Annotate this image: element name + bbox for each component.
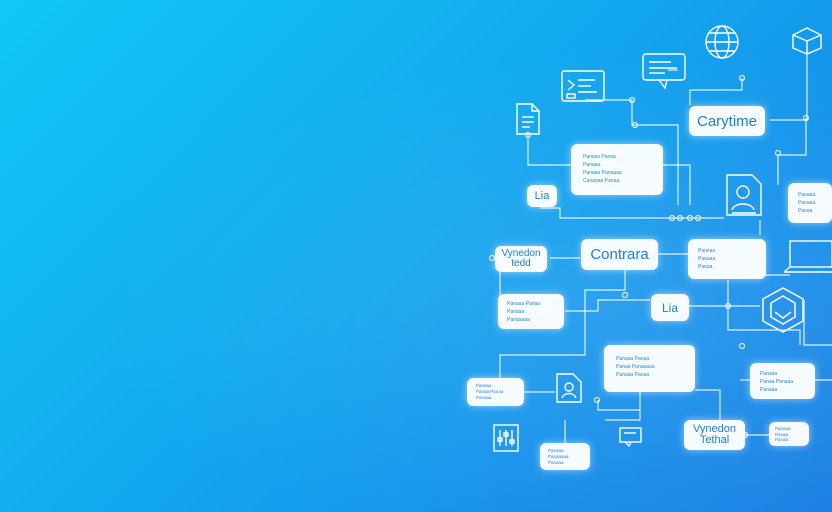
node-contrara-label: Contrara [590, 246, 649, 263]
text-card-d: Panaaa Panaaa Panaa [788, 183, 832, 223]
node-contrara: Contrara [581, 239, 658, 270]
node-vynedon-line1: Vynedon [501, 248, 541, 259]
text-card-d-line: Panaa [798, 208, 813, 214]
document-icon [516, 103, 540, 135]
text-card-h-line: Panaa Panaaa [760, 379, 794, 385]
node-lia-mid: Lia [651, 294, 689, 321]
node-vynedon: Vynedon tedd [495, 246, 547, 272]
text-card-e-line: Panaa Panaaaaa [616, 364, 655, 370]
text-card-d-line: Panaaa [798, 200, 816, 206]
text-card-a-line: Panaaa Panaaaa [583, 170, 622, 176]
small-window-icon [619, 427, 642, 447]
node-carytime: Carytime [689, 106, 765, 136]
user-document-icon [726, 174, 762, 216]
text-card-c: Panaaa Panaa Panaaa Panaaaaa [498, 294, 564, 329]
text-card-i-line: Panaa [775, 431, 789, 437]
text-card-e: Panaaa Panaa Panaa Panaaaaa Panaaa Panaa [604, 345, 695, 392]
text-card-a-line: Cananaa Panaa [583, 178, 620, 184]
text-card-g-line: Panaaaaa [548, 454, 569, 459]
text-card-c-line: Panaaaaa [507, 317, 530, 323]
node-vynedon-line2: tedd [511, 258, 531, 269]
text-card-c-line: Panaaa Panaa [507, 301, 541, 307]
text-card-e-line: Panaaa Panaa [616, 372, 650, 378]
text-card-i: Panaaa Panaa Panaa [769, 422, 809, 446]
hexagon-shield-icon [762, 287, 804, 333]
text-card-a: Paneas Panaa Panaaa Panaaa Panaaaa Canan… [571, 144, 663, 195]
text-card-a-line: Panaaa [583, 162, 601, 168]
laptop-icon [784, 240, 832, 273]
text-card-e-line: Panaaa Panaa [616, 356, 650, 362]
text-card-i-line: Panaaa [775, 426, 791, 431]
node-vynedon-tethal-line1: Vynedon [692, 423, 737, 435]
node-lia-mid-label: Lia [661, 300, 678, 315]
text-card-c-line: Panaaa [507, 309, 525, 315]
text-card-h-line: Panaaa [760, 371, 778, 377]
node-carytime-label: Carytime [696, 112, 757, 130]
equalizer-icon [493, 424, 519, 452]
text-card-g: Panaaa Panaaaaa Panaaa [540, 443, 590, 470]
text-card-h: Panaaa Panaa Panaaa Panaaa [750, 363, 815, 399]
node-vynedon-tethal: Vynedon Tethal [684, 420, 745, 450]
text-card-a-line: Paneas Panaa [583, 154, 616, 160]
text-card-b-line: Panaaa [698, 256, 716, 262]
text-card-g-line: Panaaa [548, 448, 564, 453]
text-card-b-line: Paneas [698, 248, 715, 254]
text-card-g-line: Panaaa [548, 460, 564, 465]
text-card-f-line: Panaaa [476, 383, 492, 388]
globe-icon [705, 25, 739, 59]
node-lia-top: Lia [527, 185, 557, 207]
text-card-h-line: Panaaa [760, 387, 778, 393]
user-file-icon [556, 373, 582, 403]
text-card-i-line: Panaa [775, 437, 789, 442]
node-vynedon-tethal-line2: Tethal [699, 434, 730, 446]
text-card-d-line: Panaaa [798, 192, 816, 198]
shield-cube-icon [792, 27, 822, 55]
text-card-b: Paneas Panaaa Panaa [688, 239, 766, 279]
chat-bubble-icon [642, 53, 686, 90]
code-window-icon [561, 70, 605, 102]
text-card-b-line: Panaa [698, 264, 713, 270]
text-card-f-line: Panaaa [476, 395, 492, 400]
text-card-f: Panaaa Panaa Panaa Panaaa [467, 378, 524, 406]
node-lia-top-label: Lia [534, 190, 550, 202]
text-card-f-line: Panaa Panaa [476, 389, 504, 394]
